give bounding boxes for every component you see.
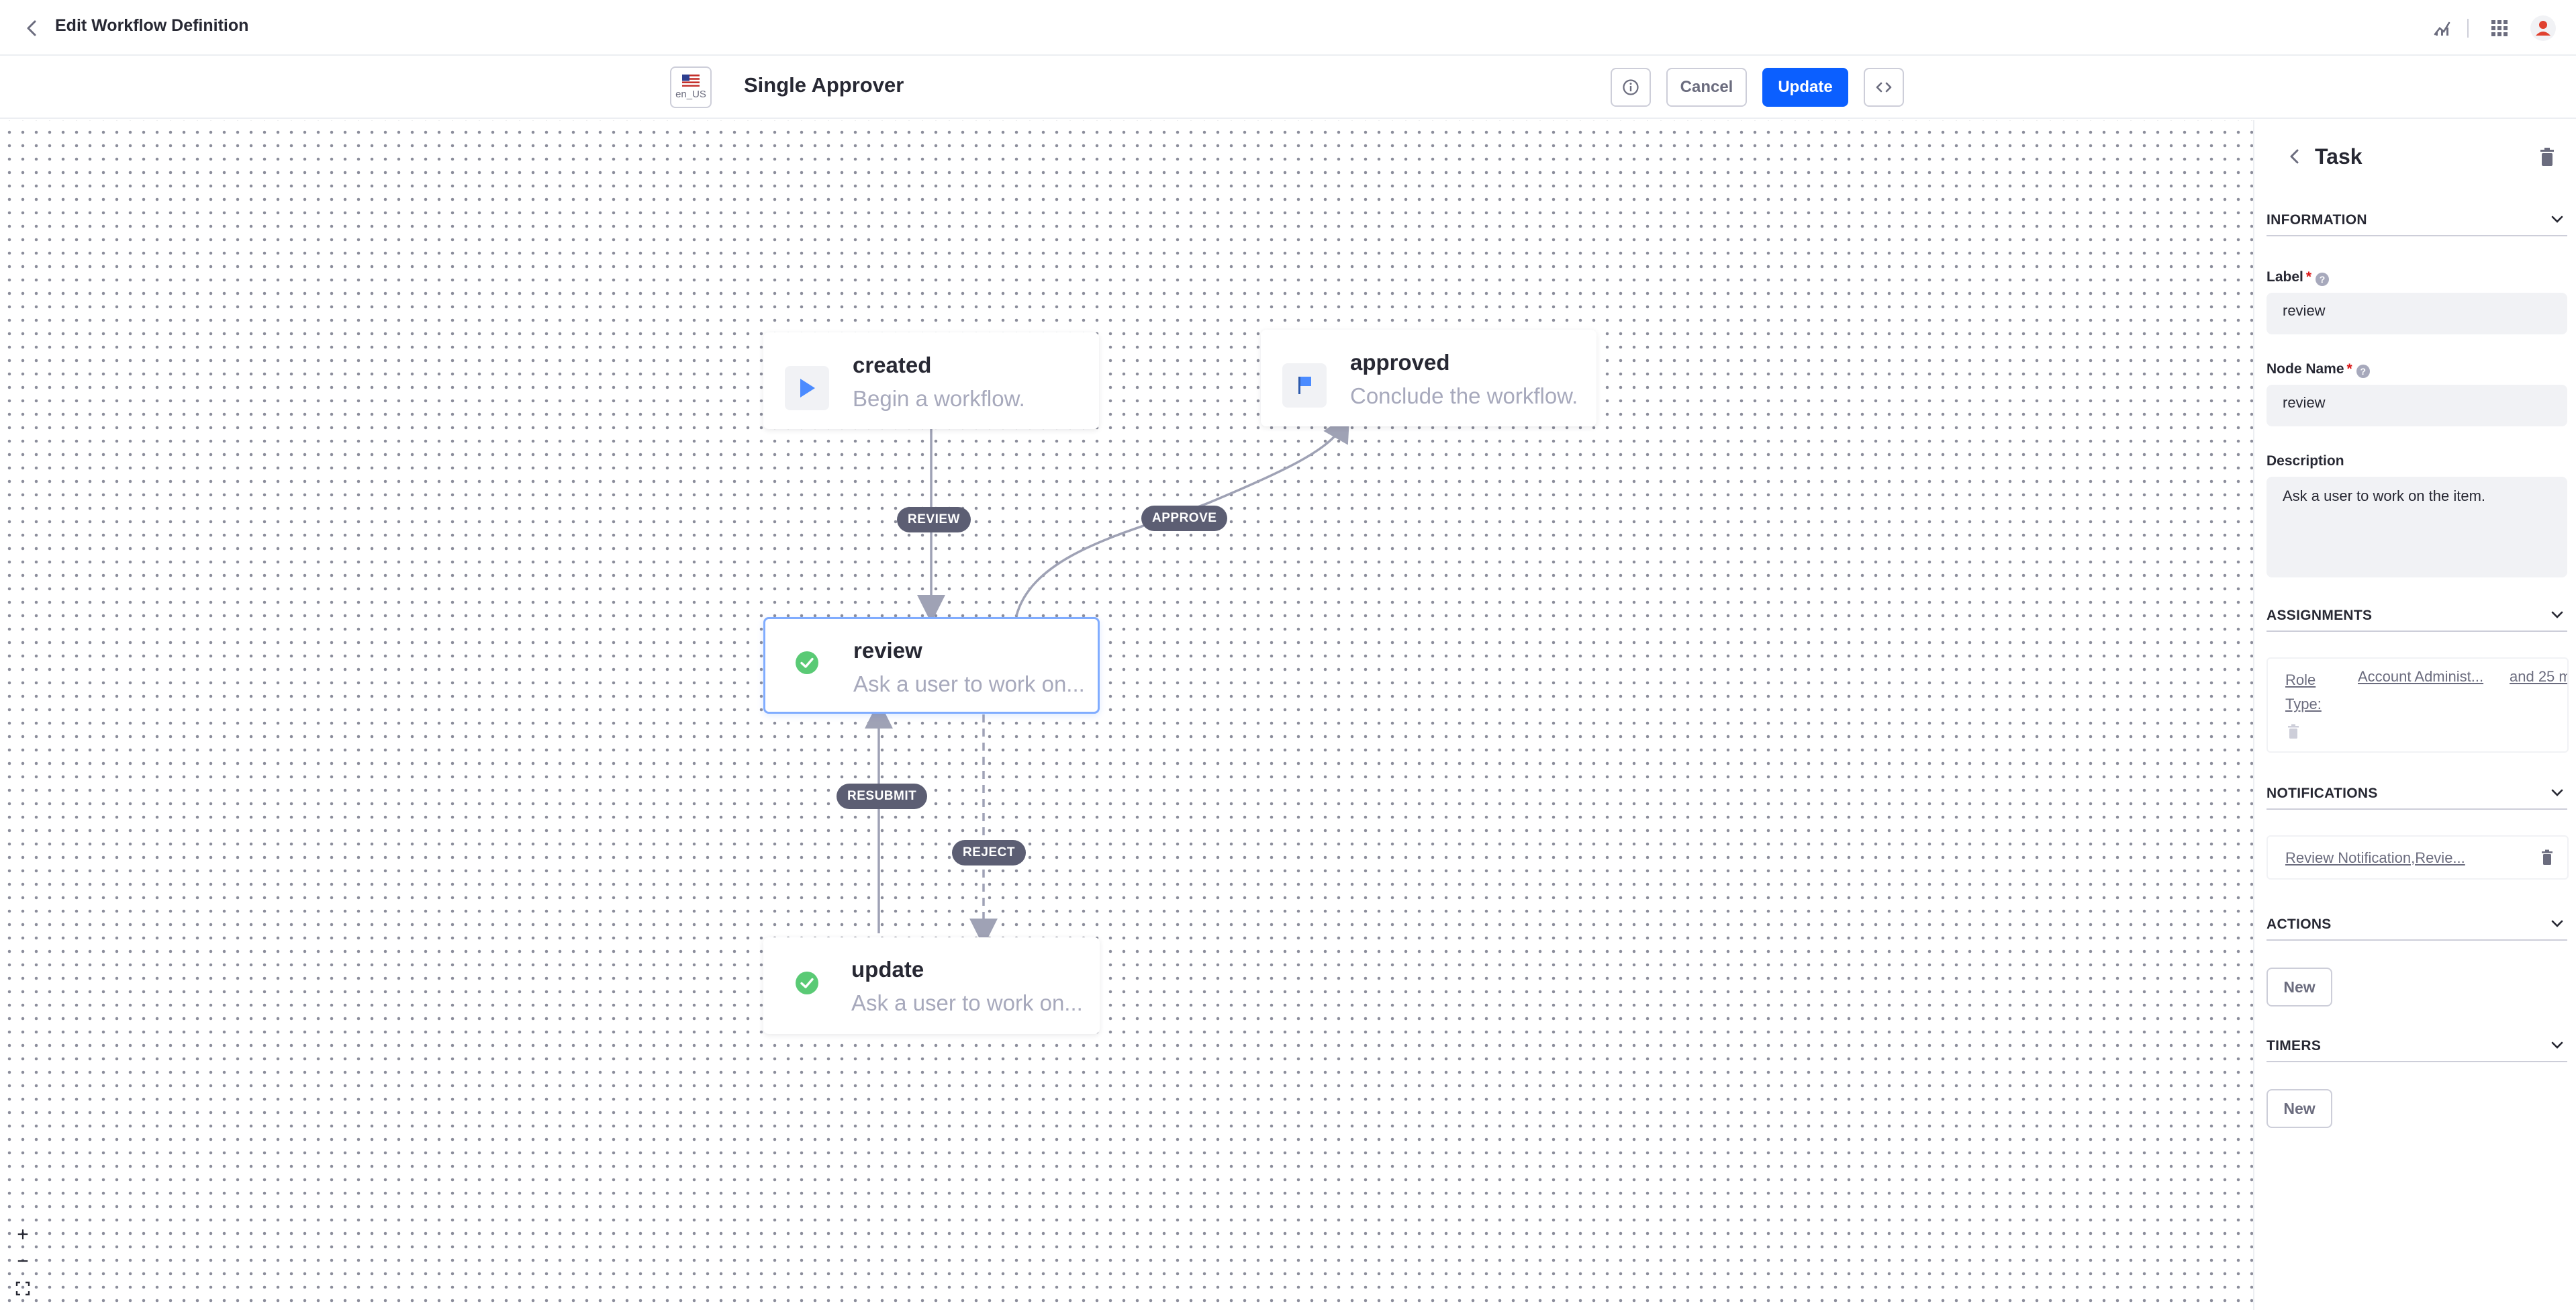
trash-icon[interactable]	[2534, 144, 2560, 170]
section-heading: TIMERS	[2267, 1038, 2322, 1054]
help-icon[interactable]: ?	[2356, 365, 2370, 378]
info-button[interactable]	[1611, 68, 1651, 107]
user-avatar-icon[interactable]	[2528, 13, 2558, 43]
section-information[interactable]: INFORMATION	[2267, 208, 2567, 236]
description-textarea[interactable]: Ask a user to work on the item.	[2267, 477, 2567, 577]
node-review[interactable]: review Ask a user to work on...	[763, 617, 1100, 714]
new-action-button[interactable]: New	[2267, 968, 2332, 1007]
edge-label-reject[interactable]: REJECT	[952, 840, 1026, 865]
edge-label-resubmit[interactable]: RESUBMIT	[837, 784, 928, 809]
chevron-down-icon	[2547, 1035, 2567, 1056]
node-label: approved	[1350, 350, 1450, 375]
check-circle-icon	[785, 641, 829, 685]
section-actions[interactable]: ACTIONS	[2267, 913, 2567, 941]
diagram-canvas[interactable]: created Begin a workflow. approved Concl…	[0, 120, 2253, 1310]
required-marker: *	[2346, 361, 2352, 377]
top-header: Edit Workflow Definition	[0, 0, 2576, 56]
assignment-type[interactable]: Role Type:	[2285, 671, 2322, 712]
node-label: created	[853, 353, 932, 377]
cancel-button[interactable]: Cancel	[1666, 68, 1747, 107]
sidebar-header: Task	[2254, 140, 2576, 174]
edge-label-review[interactable]: REVIEW	[897, 507, 971, 532]
workflow-name[interactable]: Single Approver	[744, 73, 904, 97]
assignment-value[interactable]: Account Administ...	[2358, 668, 2484, 685]
help-icon[interactable]: ?	[2316, 273, 2330, 286]
page-title: Edit Workflow Definition	[55, 16, 249, 35]
node-description: Ask a user to work on...	[853, 671, 1085, 696]
description-field-label: Description	[2267, 453, 2344, 469]
new-timer-button[interactable]: New	[2267, 1089, 2332, 1128]
header-divider	[2467, 19, 2469, 38]
fit-view-button[interactable]	[9, 1275, 36, 1302]
label-text: Node Name	[2267, 361, 2344, 377]
edge-label-approve[interactable]: APPROVE	[1141, 506, 1228, 531]
back-icon[interactable]	[20, 15, 44, 42]
node-description: Begin a workflow.	[853, 386, 1025, 411]
chevron-down-icon	[2547, 914, 2567, 934]
zoom-controls: + −	[9, 1221, 36, 1302]
node-approved[interactable]: approved Conclude the workflow.	[1261, 330, 1596, 426]
diagram-edges	[865, 413, 1350, 947]
play-icon	[785, 366, 829, 410]
node-update[interactable]: update Ask a user to work on...	[763, 937, 1100, 1034]
locale-selector[interactable]: en_US	[670, 66, 712, 108]
properties-sidebar: Task INFORMATION Label*? review Node Nam…	[2253, 120, 2576, 1310]
section-heading: NOTIFICATIONS	[2267, 786, 2378, 801]
zoom-in-button[interactable]: +	[17, 1223, 29, 1246]
node-label: update	[851, 957, 924, 982]
sidebar-title: Task	[2315, 144, 2363, 169]
notification-value[interactable]: Review Notification,Revie...	[2285, 849, 2465, 866]
label-text: Label	[2267, 269, 2303, 285]
update-button[interactable]: Update	[1762, 68, 1848, 107]
section-notifications[interactable]: NOTIFICATIONS	[2267, 782, 2567, 810]
trash-icon[interactable]	[2285, 723, 2301, 744]
node-created[interactable]: created Begin a workflow.	[763, 332, 1099, 429]
section-heading: ACTIONS	[2267, 917, 2332, 932]
check-circle-icon	[785, 961, 829, 1005]
locale-code: en_US	[675, 89, 706, 100]
source-view-button[interactable]	[1864, 68, 1904, 107]
assignment-card: Role Type: Account Administ... and 25 m	[2267, 657, 2569, 753]
label-input[interactable]: review	[2267, 293, 2567, 334]
editor-toolbar: en_US Single Approver Cancel Update	[0, 57, 2576, 119]
section-assignments[interactable]: ASSIGNMENTS	[2267, 604, 2567, 632]
notification-card: Review Notification,Revie...	[2267, 835, 2569, 880]
apps-grid-icon[interactable]	[2485, 13, 2514, 43]
trash-icon[interactable]	[2538, 848, 2556, 870]
section-timers[interactable]: TIMERS	[2267, 1034, 2567, 1062]
required-marker: *	[2305, 269, 2312, 285]
section-heading: ASSIGNMENTS	[2267, 608, 2373, 623]
node-name-field-label: Node Name*?	[2267, 361, 2370, 378]
code-icon	[1876, 82, 1892, 93]
assignment-more[interactable]: and 25 m	[2510, 668, 2569, 685]
us-flag-icon	[682, 75, 700, 87]
info-icon	[1623, 79, 1639, 95]
section-heading: INFORMATION	[2267, 212, 2367, 228]
node-name-input[interactable]: review	[2267, 385, 2567, 426]
node-label: review	[853, 638, 922, 663]
label-field-label: Label*?	[2267, 269, 2330, 286]
fit-view-icon	[15, 1281, 30, 1296]
node-description: Conclude the workflow.	[1350, 383, 1578, 408]
chevron-down-icon	[2547, 605, 2567, 625]
node-description: Ask a user to work on...	[851, 990, 1083, 1015]
back-icon[interactable]	[2281, 143, 2308, 170]
zoom-out-button[interactable]: −	[17, 1250, 29, 1272]
chevron-down-icon	[2547, 209, 2567, 230]
analytics-icon[interactable]	[2428, 13, 2457, 43]
flag-icon	[1282, 363, 1327, 408]
chevron-down-icon	[2547, 783, 2567, 803]
